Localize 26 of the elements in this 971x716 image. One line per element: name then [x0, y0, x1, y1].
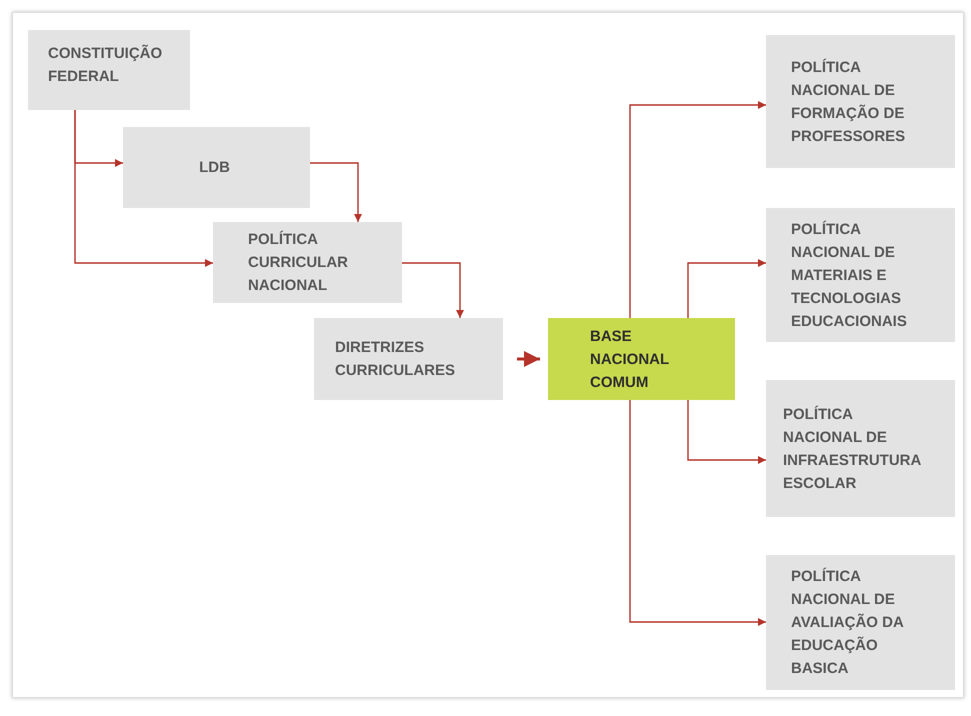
process-box: [766, 208, 955, 342]
process-box: [314, 318, 503, 400]
process-box: [28, 30, 190, 110]
node-label: POLÍTICA NACIONAL DE INFRAESTRUTURA ESCOLAR: [783, 404, 922, 494]
node-label: POLÍTICA NACIONAL DE MATERIAIS E TECNOLOGIAS EDUCACIONAIS: [791, 220, 908, 332]
arrow: [687, 259, 766, 318]
process-box: [766, 380, 955, 517]
arrow: [517, 351, 540, 367]
arrow: [310, 162, 362, 222]
node-label: DIRETRIZES CURRICULARES: [335, 338, 456, 381]
process-box: [213, 222, 402, 303]
node-label: POLÍTICA CURRICULAR NACIONAL: [248, 230, 349, 296]
node-label: LDB: [199, 158, 230, 178]
arrow: [629, 101, 766, 318]
node-label: POLÍTICA NACIONAL DE AVALIAÇÃO DA EDUCAÇÃO BASICA: [791, 566, 904, 679]
arrow: [402, 262, 464, 318]
node-label: BASE NACIONAL COMUM: [590, 326, 670, 392]
process-box: [766, 555, 955, 690]
arrow: [629, 400, 766, 626]
arrow: [74, 110, 213, 267]
arrow: [687, 400, 766, 464]
process-box: [766, 35, 955, 168]
node-label: POLÍTICA NACIONAL DE FORMAÇÃO DE PROFESSORES: [791, 58, 906, 146]
highlight-box: [548, 318, 735, 400]
node-label: CONSTITUIÇÃO FEDERAL: [48, 44, 164, 87]
process-box: [123, 127, 310, 208]
